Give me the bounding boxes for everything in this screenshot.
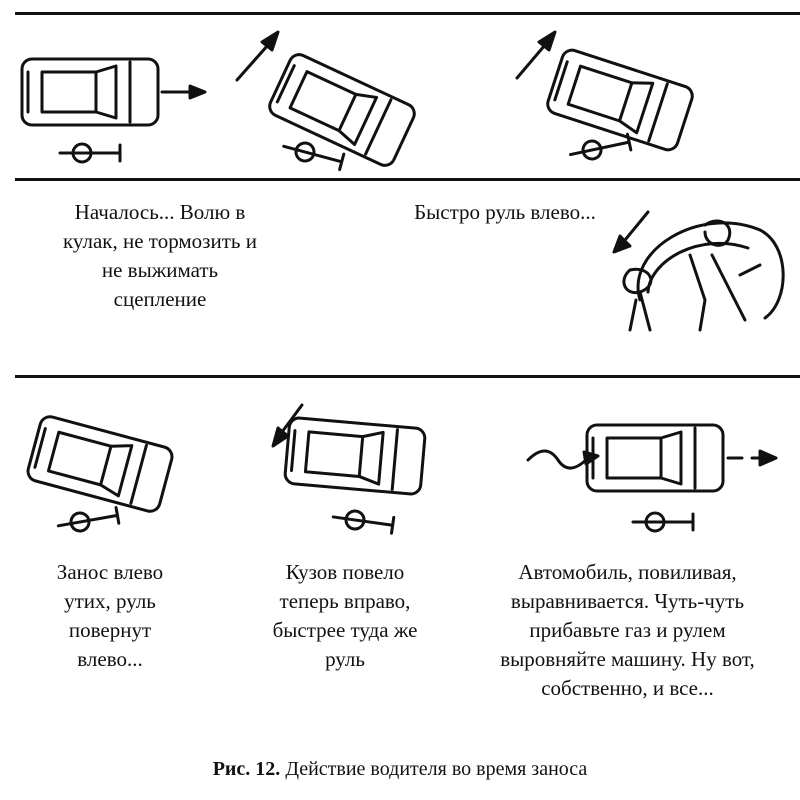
figure-label: Рис. 12. — [212, 758, 281, 780]
car-panel-4 — [24, 413, 176, 537]
caption-car-straightens: Автомобиль, повиливая, выравнивается. Чу… — [500, 560, 755, 700]
steering-symbol-5 — [330, 506, 396, 536]
steering-symbol-1 — [58, 142, 122, 164]
steering-wheel-hands-illustration — [612, 210, 785, 332]
car-panel-2 — [235, 30, 420, 173]
car-panel-5 — [271, 403, 428, 536]
figure-caption: Рис. 12. Действие водителя во время зано… — [0, 758, 800, 781]
car-panel-3 — [515, 30, 697, 165]
top-divider — [15, 12, 800, 15]
caption-left-skid-eased: Занос влево утих, руль повернут влево... — [56, 560, 164, 671]
car-panel-1 — [20, 57, 207, 164]
car-panel-6 — [526, 423, 778, 533]
steering-symbol-6 — [631, 511, 695, 533]
upper-divider — [15, 178, 800, 181]
middle-divider — [15, 375, 800, 378]
steering-symbol-4 — [55, 505, 121, 537]
caption-body-right: Кузов повело теперь вправо, быстрее туда… — [272, 560, 418, 671]
caption-skid-start: Началось... Волю в кулак, не тормозить и… — [63, 200, 257, 311]
figure-title: Действие водителя во время заноса — [285, 758, 588, 780]
steering-symbol-3 — [567, 131, 633, 165]
caption-steer-left: Быстро руль влево... — [414, 200, 596, 224]
